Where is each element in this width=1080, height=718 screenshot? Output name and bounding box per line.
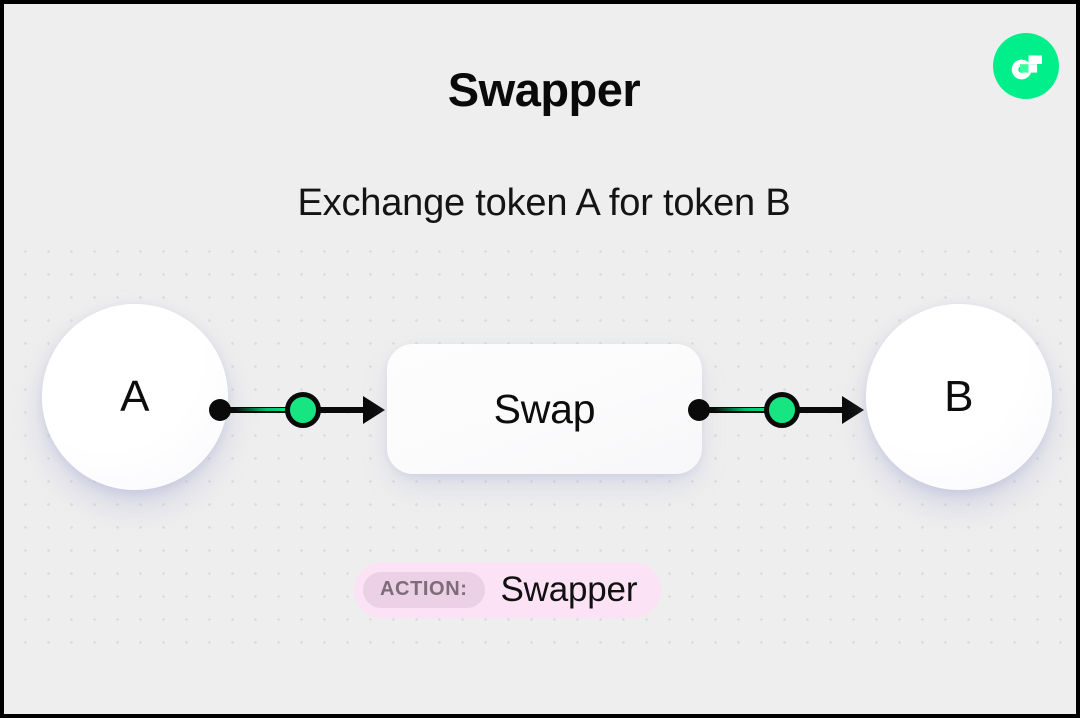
page-title: Swapper — [447, 63, 641, 116]
connector-arrowhead-icon — [842, 396, 864, 424]
node-swap-label: Swap — [493, 385, 596, 432]
connector-swap-to-token-b — [688, 388, 864, 432]
action-badge-tag: ACTION: — [363, 572, 485, 608]
connector-source-dot-icon — [209, 399, 231, 421]
connector-line-accent — [235, 408, 305, 411]
connector-hub-icon[interactable] — [764, 392, 800, 428]
flow-logo-icon — [993, 33, 1059, 99]
action-badge: ACTION: Swapper — [354, 562, 662, 618]
connector-source-dot-icon — [688, 399, 710, 421]
connector-arrowhead-icon — [363, 396, 385, 424]
node-token-a[interactable]: A — [42, 304, 228, 490]
page-subtitle: Exchange token A for token B — [297, 182, 791, 224]
node-token-b-label: B — [944, 372, 974, 421]
flow-logo-glyph — [1011, 55, 1042, 80]
node-token-a-label: A — [120, 372, 150, 421]
flow-diagram: A Swap B — [4, 284, 1076, 544]
connector-line-accent — [714, 408, 784, 411]
node-token-b[interactable]: B — [866, 304, 1052, 490]
action-badge-value: Swapper — [500, 570, 638, 609]
connector-token-a-to-swap — [209, 388, 385, 432]
connector-hub-icon[interactable] — [285, 392, 321, 428]
node-swap[interactable]: Swap — [387, 344, 702, 474]
